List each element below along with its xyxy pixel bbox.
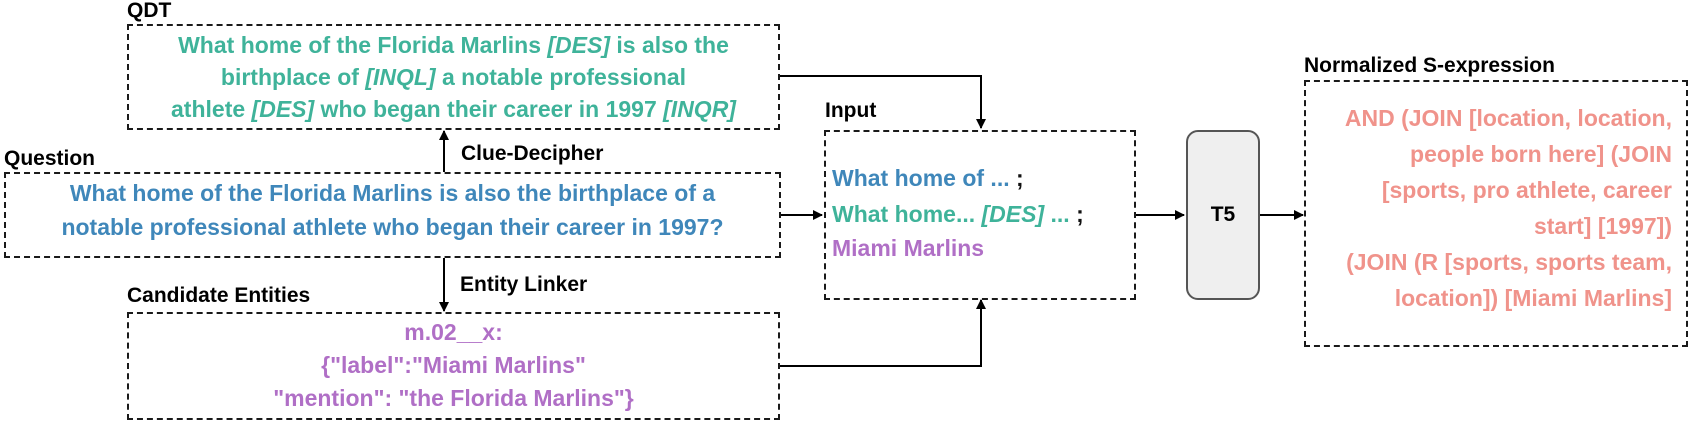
- candidate-line-2: {"label":"Miami Marlins": [321, 352, 586, 378]
- candidate-entities-label: Candidate Entities: [127, 284, 311, 307]
- qdt-label: QDT: [127, 0, 172, 22]
- input-line-3: Miami Marlins: [832, 235, 985, 261]
- sexpr-line-5: (JOIN (R [sports, sports team,: [1346, 249, 1672, 275]
- sexpr-line-4: start] [1997]): [1533, 213, 1672, 239]
- candidate-entities-box: m.02__x: {"label":"Miami Marlins" "menti…: [127, 312, 780, 420]
- qdt-line-2: birthplace of [INQL] a notable professio…: [220, 64, 687, 90]
- sexpr-line-3: [sports, pro athlete, career: [1381, 177, 1672, 203]
- sexpr-line-1: AND (JOIN [location, location,: [1344, 105, 1672, 131]
- des-tag: [DES]: [251, 96, 315, 122]
- question-label: Question: [4, 147, 96, 170]
- question-line-2: notable professional athlete who began t…: [61, 214, 724, 240]
- input-line-1: What home of ... ;: [832, 165, 1024, 191]
- qdt-line-1: What home of the Florida Marlins [DES] i…: [178, 32, 729, 58]
- candidate-line-3: "mention": "the Florida Marlins"}: [273, 385, 634, 411]
- sexpr-box: AND (JOIN [location, location, people bo…: [1304, 80, 1688, 347]
- clue-decipher-label: Clue-Decipher: [461, 142, 604, 165]
- input-line-2: What home... [DES] ... ;: [832, 201, 1084, 227]
- qdt-box: What home of the Florida Marlins [DES] i…: [127, 24, 780, 130]
- inql-tag: [INQL]: [365, 64, 436, 90]
- sexpr-line-2: people born here] (JOIN: [1410, 141, 1672, 167]
- t5-model-block: T5: [1186, 130, 1260, 300]
- des-tag: [DES]: [547, 32, 611, 58]
- candidate-line-1: m.02__x:: [404, 319, 503, 345]
- normalized-label: Normalized S-expression: [1304, 54, 1555, 77]
- arrow-candidates-to-input: [780, 299, 986, 367]
- question-line-1: What home of the Florida Marlins is also…: [69, 180, 716, 206]
- qdt-line-3: athlete [DES] who began their career in …: [171, 96, 736, 122]
- inqr-tag: [INQR]: [663, 96, 736, 122]
- sexpr-line-6: location]) [Miami Marlins]: [1394, 285, 1672, 311]
- entity-linker-label: Entity Linker: [460, 273, 588, 296]
- question-box: What home of the Florida Marlins is also…: [4, 172, 781, 258]
- des-tag: [DES]: [981, 201, 1045, 227]
- input-box: What home of ... ; What home... [DES] ..…: [824, 130, 1136, 300]
- t5-label: T5: [1210, 203, 1236, 226]
- input-label: Input: [825, 99, 877, 122]
- arrow-qdt-to-input: [780, 75, 986, 129]
